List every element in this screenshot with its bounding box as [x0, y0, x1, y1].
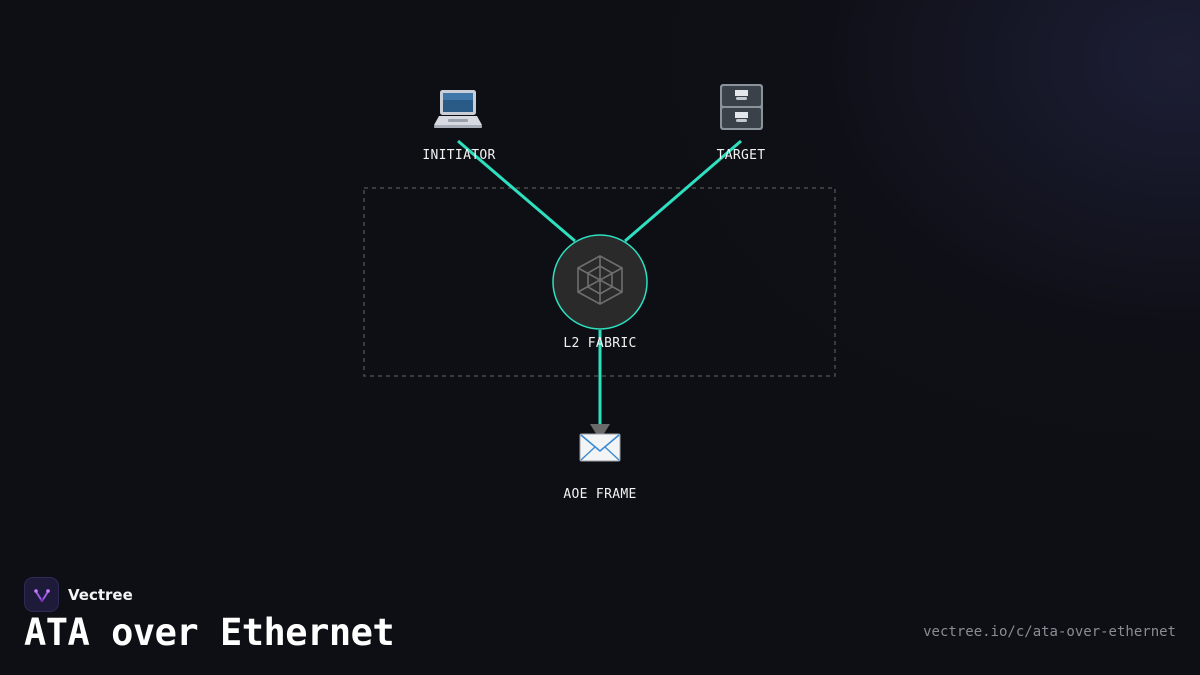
- edge-target-fabric: [624, 139, 742, 243]
- page-url[interactable]: vectree.io/c/ata-over-ethernet: [923, 624, 1176, 640]
- edge-arrowhead: [590, 424, 610, 440]
- brand[interactable]: Vectree: [24, 577, 133, 612]
- vectree-logo-icon: [24, 577, 59, 612]
- edge-initiator-fabric: [457, 139, 576, 243]
- node-label-initiator: INITIATOR: [422, 148, 496, 163]
- node-label-target: TARGET: [716, 148, 766, 163]
- page-title: ATA over Ethernet: [24, 611, 395, 654]
- fabric-group-boundary: [363, 187, 836, 377]
- file-cabinet-icon[interactable]: [720, 84, 763, 130]
- laptop-icon[interactable]: [434, 90, 482, 128]
- node-label-fabric: L2 FABRIC: [563, 336, 637, 351]
- envelope-icon[interactable]: [579, 433, 621, 462]
- brand-name: Vectree: [68, 585, 133, 604]
- node-label-frame: AOE FRAME: [563, 487, 637, 502]
- spider-web-icon: [577, 255, 623, 305]
